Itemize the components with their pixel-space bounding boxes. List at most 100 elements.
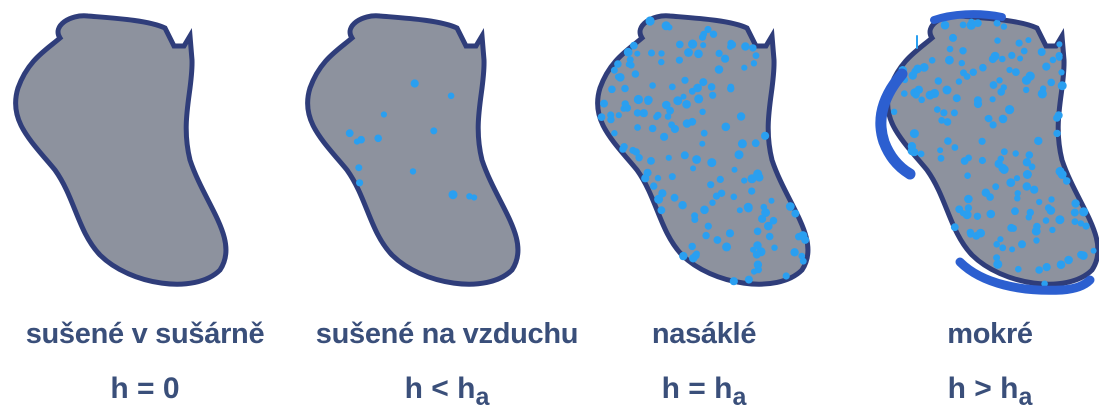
- water-droplet: [1001, 148, 1008, 155]
- water-droplet: [951, 109, 958, 116]
- water-droplet: [1023, 158, 1031, 166]
- water-droplet: [658, 189, 666, 197]
- water-droplet: [1083, 223, 1090, 230]
- water-droplet: [1043, 263, 1051, 271]
- water-droplet: [994, 20, 1001, 27]
- water-droplet: [749, 44, 756, 51]
- water-droplet: [979, 138, 986, 145]
- water-droplet: [614, 60, 622, 68]
- water-droplet: [979, 64, 987, 72]
- water-droplet: [1022, 76, 1031, 85]
- water-droplet: [622, 100, 629, 107]
- water-droplet: [944, 137, 952, 145]
- water-droplet: [644, 98, 651, 105]
- water-droplet: [650, 182, 657, 189]
- water-droplet: [1091, 248, 1097, 254]
- water-droplet: [949, 34, 957, 42]
- water-droplet: [745, 276, 753, 284]
- water-droplet: [1006, 178, 1015, 187]
- water-droplet: [1013, 150, 1019, 156]
- water-droplet: [974, 100, 982, 108]
- water-droplet: [648, 50, 655, 57]
- water-droplet: [707, 158, 716, 167]
- water-droplet: [710, 31, 717, 38]
- panel-wet-shape: [881, 14, 1098, 290]
- water-droplet: [658, 206, 666, 214]
- water-droplet: [1077, 251, 1085, 259]
- water-droplet: [1010, 225, 1017, 232]
- water-droplet: [718, 190, 725, 197]
- panel-air-dried-shape: [308, 16, 518, 284]
- water-droplet: [941, 21, 950, 30]
- water-droplet: [987, 210, 996, 219]
- water-droplet: [990, 96, 996, 102]
- water-droplet: [735, 150, 744, 159]
- water-droplet: [934, 106, 941, 113]
- water-droplet: [783, 272, 790, 279]
- water-droplet: [1014, 175, 1020, 181]
- water-droplet: [1049, 227, 1055, 233]
- water-droplet: [693, 84, 702, 93]
- water-droplet: [607, 111, 614, 118]
- panel-2-equation: h < ha: [292, 372, 602, 412]
- water-droplet: [755, 173, 763, 181]
- water-droplet: [959, 60, 965, 66]
- water-droplet: [1071, 199, 1079, 207]
- water-droplet: [699, 141, 705, 147]
- water-droplet: [646, 16, 655, 25]
- water-droplet: [947, 46, 954, 53]
- water-droplet: [1072, 218, 1079, 225]
- water-droplet: [999, 56, 1006, 63]
- water-droplet: [964, 195, 973, 204]
- water-droplet: [791, 210, 799, 218]
- water-droplet: [699, 109, 705, 115]
- water-droplet: [748, 188, 755, 195]
- water-droplet: [727, 85, 734, 92]
- water-droplet: [1033, 237, 1039, 243]
- water-droplet: [945, 56, 954, 65]
- water-droplet: [1047, 79, 1055, 87]
- water-droplet: [1023, 170, 1032, 179]
- panel-4-equation: h > ha: [890, 372, 1090, 412]
- water-droplet: [995, 160, 1003, 168]
- water-droplet: [800, 258, 807, 265]
- water-droplet: [600, 100, 608, 108]
- water-droplet: [722, 123, 731, 132]
- water-droplet: [466, 193, 472, 199]
- water-droplet: [630, 42, 638, 50]
- water-droplet: [1055, 215, 1064, 224]
- panel-1-title: sušené v sušárně: [0, 318, 290, 351]
- water-droplet: [449, 190, 458, 199]
- water-droplet: [1015, 190, 1021, 196]
- water-droplet: [634, 124, 641, 131]
- water-droplet: [717, 176, 724, 183]
- water-droplet: [1015, 266, 1022, 273]
- water-droplet: [714, 236, 722, 244]
- water-droplet: [1064, 256, 1073, 265]
- water-droplet: [647, 157, 655, 165]
- water-droplet: [616, 73, 625, 82]
- water-droplet: [671, 194, 679, 202]
- water-droplet: [691, 212, 698, 219]
- water-droplet: [729, 41, 736, 48]
- water-droplet: [944, 118, 952, 126]
- panel-3-title: nasáklé: [604, 318, 804, 351]
- eq-operator: >: [974, 372, 992, 405]
- water-droplet: [410, 168, 416, 174]
- water-droplet: [1025, 37, 1031, 43]
- water-droplet: [692, 155, 701, 164]
- water-droplet: [769, 198, 775, 204]
- water-droplet: [961, 157, 969, 165]
- water-droplet: [901, 90, 908, 97]
- water-droplet: [992, 183, 999, 190]
- water-droplet: [676, 41, 684, 49]
- water-droplet: [959, 47, 966, 54]
- water-droplet: [953, 94, 961, 102]
- water-droplet: [632, 70, 640, 78]
- water-droplet: [681, 94, 687, 100]
- water-droplet: [751, 269, 757, 275]
- water-droplet: [926, 91, 935, 100]
- water-droplet: [598, 113, 606, 121]
- water-droplet: [649, 82, 656, 89]
- water-droplet: [754, 261, 762, 269]
